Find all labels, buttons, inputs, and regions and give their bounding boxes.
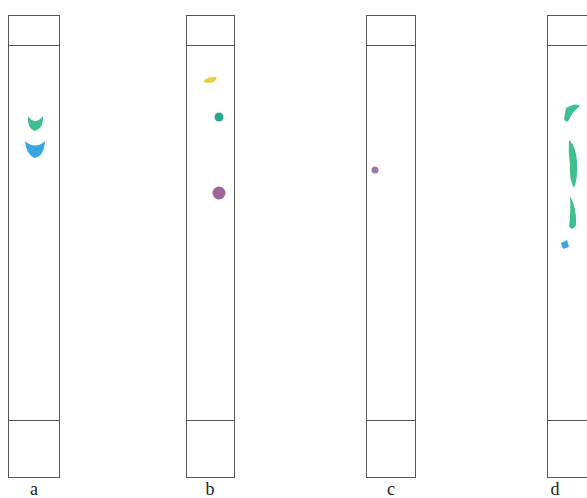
blue-spot <box>561 240 569 249</box>
plate-outline <box>366 15 416 479</box>
purple-spot <box>213 187 226 200</box>
tlc-plate: b <box>186 15 235 480</box>
plate-label: a <box>30 480 38 498</box>
blue-spot <box>25 141 45 158</box>
tlc-plate: d <box>547 15 587 480</box>
tlc-plate: c <box>366 15 416 480</box>
plate-outline <box>547 15 587 479</box>
green-streak <box>569 140 578 188</box>
teal-spot <box>215 113 224 122</box>
plate-label: b <box>206 480 215 498</box>
green-streak <box>569 196 576 229</box>
green-spot <box>28 116 43 131</box>
green-streak <box>564 104 580 121</box>
purple-spot <box>372 167 379 174</box>
plate-label: d <box>551 480 560 498</box>
plate-label: c <box>387 480 395 498</box>
plate-outline <box>186 15 235 479</box>
yellow-spot <box>204 77 217 83</box>
plate-outline <box>8 15 60 479</box>
tlc-plate: a <box>8 15 60 480</box>
